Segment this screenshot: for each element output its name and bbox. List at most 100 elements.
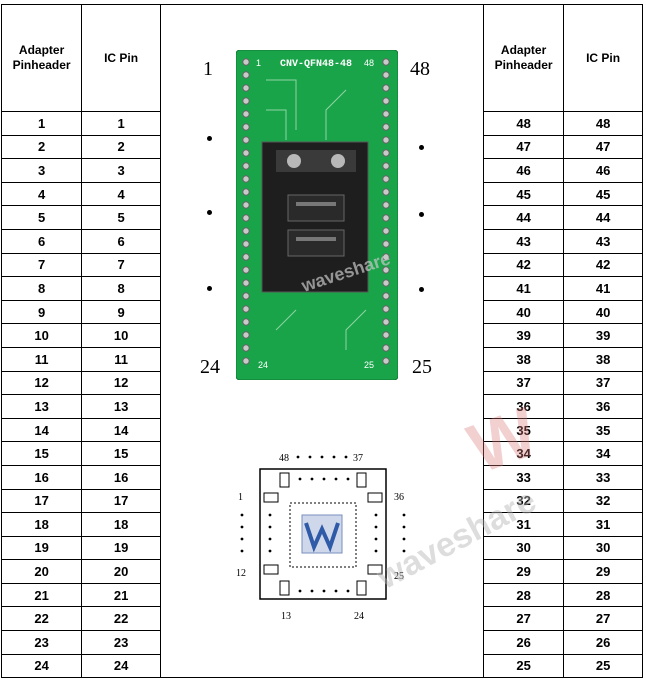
qfn-pin-dot [268,525,272,529]
right-table-adapter-cell: 28 [482,582,565,608]
qfn-label-36: 36 [394,492,404,503]
qfn-pin-dot [402,525,406,529]
qfn-pin-dot [402,549,406,553]
qfn-pin-dot [308,455,312,459]
left-table-icpin-cell: 13 [81,394,161,419]
pin-label-48: 48 [410,58,430,80]
qfn-pin-dot [334,477,338,481]
cavity-slot-2 [296,237,336,241]
left-table-icpin-cell: 14 [81,417,161,443]
right-table-adapter-cell: 41 [482,276,565,301]
left-table-adapter-cell: 11 [0,346,83,372]
right-table-adapter-cell: 46 [482,158,565,183]
left-dot-2 [207,210,212,215]
header-pin [382,240,390,248]
right-table-adapter-cell: 25 [482,653,565,679]
qfn-pin-dot [310,589,314,593]
left-table-icpin-cell: 1 [81,111,161,136]
right-table-icpin-cell: 25 [563,653,643,679]
right-table-icpin-cell: 43 [563,228,643,254]
left-table-adapter-cell: 18 [0,512,83,537]
left-dot-3 [207,286,212,291]
adapter-board-image: CNV-QFN48-48 1 48 24 25 [236,50,398,380]
qfn-pin-dot [298,589,302,593]
left-table-icpin-cell: 8 [81,276,161,301]
header-pin [382,136,390,144]
left-table-icpin-cell: 17 [81,488,161,514]
left-table-icpin-cell: 20 [81,559,161,584]
left-table-adapter-cell: 2 [0,134,83,160]
pad-left-bottom [263,564,279,575]
right-table-adapter-cell: 27 [482,606,565,632]
right-table-icpin-cell: 40 [563,299,643,325]
header-pin [242,266,250,274]
right-table-icpin-cell: 36 [563,394,643,419]
left-table-icpin-cell: 6 [81,228,161,254]
left-table-adapter-cell: 14 [0,417,83,443]
right-header-icpin: IC Pin [563,4,643,112]
right-table-icpin-cell: 28 [563,582,643,608]
header-pin [382,253,390,261]
silk-label-1: 1 [256,58,261,68]
header-pin [382,279,390,287]
qfn-pin-dot [240,537,244,541]
qfn-pin-dot [334,589,338,593]
right-table-icpin-cell: 46 [563,158,643,183]
pad-right-top [367,492,383,503]
right-header-adapter: Adapter Pinheader [482,4,565,112]
right-header-icpin-text: IC Pin [586,50,621,65]
right-table-header: Adapter Pinheader IC Pin [482,4,643,112]
left-table-icpin-cell: 15 [81,441,161,466]
left-table-icpin-cell: 23 [81,630,161,655]
right-table-icpin-cell: 27 [563,606,643,632]
left-table-adapter-cell: 19 [0,535,83,561]
right-table-icpin-cell: 41 [563,276,643,301]
left-table-icpin-cell: 21 [81,582,161,608]
header-pin [242,84,250,92]
header-pin [242,110,250,118]
qfn-pin-dot [296,455,300,459]
left-table-icpin-cell: 3 [81,158,161,183]
right-table-icpin-cell: 34 [563,441,643,466]
right-table-adapter-cell: 31 [482,512,565,537]
qfn-pin-dot [298,477,302,481]
header-pin [242,357,250,365]
qfn-label-37: 37 [353,453,363,464]
right-table-adapter-cell: 35 [482,417,565,443]
left-table-icpin-cell: 9 [81,299,161,325]
left-table-adapter-cell: 16 [0,464,83,490]
pad-top-right [356,472,367,488]
board-label: CNV-QFN48-48 [280,59,352,70]
header-pin [382,227,390,235]
header-pin [242,305,250,313]
pin-label-1: 1 [203,58,213,80]
qfn-label-1: 1 [238,492,243,503]
header-pin [382,331,390,339]
header-pin [382,201,390,209]
left-table-adapter-cell: 4 [0,181,83,207]
header-pin [242,123,250,131]
left-table-adapter-cell: 21 [0,582,83,608]
qfn-pin-dot [320,455,324,459]
left-table-header: Adapter Pinheader IC Pin [0,4,161,112]
header-pin [382,149,390,157]
left-table-adapter-cell: 17 [0,488,83,514]
